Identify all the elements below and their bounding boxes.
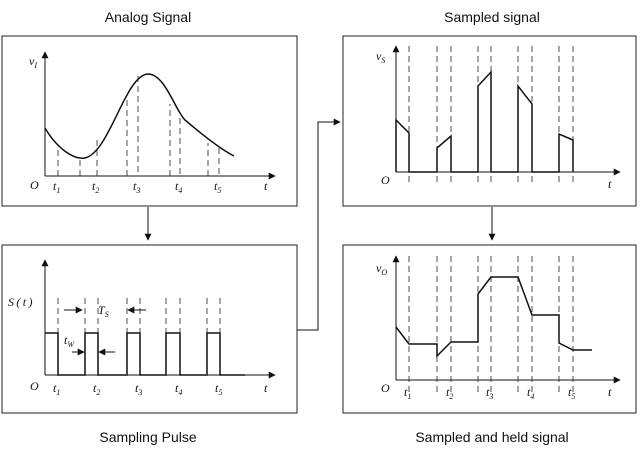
tick-label-t4: t4	[527, 385, 534, 401]
tick-label-t2: t2	[446, 385, 453, 401]
sampling-pulse-plot: S ( t ) O t TS tW t1 t2 t3 t4 t5	[8, 259, 276, 397]
y-axis-label: vS	[376, 49, 385, 65]
y-axis-label: vO	[376, 261, 387, 277]
tick-label-t5: t5	[214, 179, 221, 195]
tick-label-t2: t2	[92, 179, 99, 195]
caption-analog-signal: Analog Signal	[105, 9, 191, 25]
y-axis-label: S ( t )	[8, 295, 33, 309]
panel-analog-signal	[1, 35, 298, 207]
x-axis-label: t	[264, 381, 268, 395]
analog-signal-plot: vI O t t1 t2 t3 t4 t5	[29, 51, 276, 195]
held-waveform	[395, 276, 592, 358]
x-axis-label: t	[608, 177, 612, 191]
origin-label: O	[381, 173, 390, 187]
x-axis-label: t	[264, 179, 268, 193]
tick-label-t5: t5	[568, 385, 575, 401]
caption-sampling-pulse: Sampling Pulse	[99, 429, 196, 445]
tick-label-t1: t1	[404, 385, 411, 401]
x-axis-label: t	[608, 385, 612, 399]
panel-sampling-pulse	[1, 244, 298, 414]
tick-label-t1: t1	[53, 179, 60, 195]
tick-label-t4: t4	[175, 179, 182, 195]
origin-label: O	[381, 381, 390, 395]
y-axis-label: vI	[29, 54, 37, 70]
panel-sampled-held-signal	[342, 244, 637, 414]
panel-sampled-signal	[342, 35, 637, 207]
tick-label-t3: t3	[133, 179, 140, 195]
caption-sampled-held-signal: Sampled and held signal	[415, 429, 568, 445]
ts-label: TS	[98, 303, 109, 319]
tick-label-t5: t5	[215, 381, 222, 397]
sampled-signal-plot: vS O t	[376, 45, 621, 191]
tick-label-t4: t4	[175, 381, 182, 397]
tick-label-t1: t1	[53, 381, 60, 397]
caption-sampled-signal: Sampled signal	[444, 9, 540, 25]
sampled-waveform	[395, 70, 574, 173]
tick-label-t3: t3	[486, 385, 493, 401]
analog-waveform	[44, 73, 235, 159]
arrow-pulse-to-sampled	[297, 118, 341, 331]
tw-label: tW	[64, 333, 75, 349]
sampled-held-plot: vO O t t1 t2 t3 t4 t5	[376, 255, 621, 401]
pulse-train	[45, 332, 245, 376]
origin-label: O	[30, 178, 39, 192]
tick-label-t2: t2	[93, 381, 100, 397]
origin-label: O	[30, 379, 39, 393]
tick-label-t3: t3	[135, 381, 142, 397]
